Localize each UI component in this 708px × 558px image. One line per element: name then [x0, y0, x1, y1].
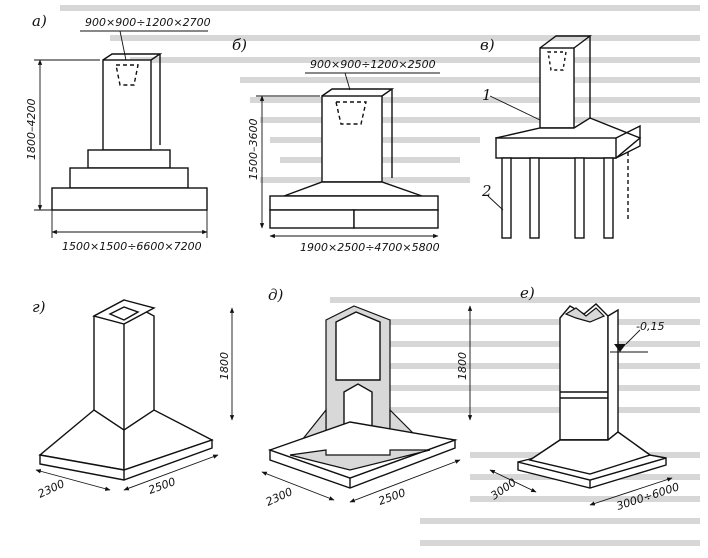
panel-g-width-dim-line: [35, 469, 111, 491]
panel-a-base-dim: 1500×1500÷6600×7200: [62, 240, 202, 253]
panel-e-column: [559, 303, 609, 441]
panel-e-broken-top: [564, 307, 606, 323]
panel-b-column-top: [321, 88, 395, 97]
panel-v-column: [539, 47, 575, 129]
panel-e-length-dim-line: [589, 477, 673, 506]
panel-d-width-dim-line: [261, 471, 335, 501]
panel-e-width-dim-line: [489, 469, 537, 493]
panel-b-height-dim: 1500–3600: [247, 119, 260, 181]
panel-b: б) 900×900÷1200×2500 1500–3600 1900×2500…: [232, 36, 440, 254]
panel-g-width-dim: 2300: [36, 477, 67, 501]
panel-e-column-side: [607, 308, 619, 442]
panel-g-socket: [108, 306, 140, 321]
panel-e-label: е): [520, 284, 535, 302]
panel-a-step-1: [87, 149, 171, 169]
panel-v-pile-2: [529, 157, 540, 239]
panel-b-block-right: [353, 209, 439, 229]
panel-a-height-dim: 1800–4200: [25, 99, 38, 161]
panel-v-column-top: [539, 35, 593, 49]
panel-a: а) 900×900÷1200×2700 1800–4200 1500×1500…: [25, 12, 211, 253]
panel-v: в) 1 2: [480, 35, 642, 239]
panel-a-column-top: [102, 53, 163, 61]
panel-v-cap-front: [495, 137, 617, 159]
panel-b-column: [321, 95, 383, 183]
panel-b-top-dim: 900×900÷1200×2500: [310, 58, 436, 71]
panel-b-label: б): [232, 36, 247, 54]
panel-b-flare: [283, 181, 423, 197]
panel-a-socket-hidden: [115, 64, 139, 86]
panel-g-label: г): [32, 298, 46, 316]
panel-g: г) 1800 2300 2500: [32, 298, 235, 501]
panel-d-height-dim: 1800: [456, 352, 469, 380]
panel-v-pile-4: [603, 157, 614, 239]
panel-v-pile-1: [501, 157, 512, 239]
panel-g-length-dim-line: [123, 454, 219, 491]
panel-a-label: а): [32, 12, 47, 30]
panel-e-level-mark: -0,15: [636, 320, 664, 333]
panel-a-step-2: [69, 167, 189, 189]
panel-d-length-dim-line: [349, 459, 461, 503]
panel-d-width-dim: 2300: [264, 485, 295, 509]
panel-b-block-left: [269, 209, 355, 229]
panel-v-pile-3: [574, 157, 585, 239]
panel-d-plate-top: [267, 421, 458, 479]
panel-v-callout-2: 2: [481, 182, 492, 200]
panel-a-top-dim: 900×900÷1200×2700: [85, 16, 211, 29]
panel-b-socket-hidden: [335, 101, 367, 125]
panel-d-label: д): [268, 286, 284, 304]
panel-b-plate: [269, 195, 439, 211]
panel-v-callout-1: 1: [482, 86, 492, 104]
panel-d-channel-inner: [335, 311, 381, 381]
panel-e-level-marker: [614, 344, 626, 352]
panel-a-column: [102, 59, 152, 151]
panel-d-length-dim: 2500: [377, 486, 408, 508]
panel-v-label: в): [480, 36, 495, 54]
panel-g-length-dim: 2500: [147, 475, 178, 497]
panel-d: д) 1800 2300 2500: [261, 286, 473, 509]
panel-a-step-3: [51, 187, 208, 211]
panel-b-base-dim: 1900×2500÷4700×5800: [300, 241, 440, 254]
panel-g-height-dim: 1800: [218, 352, 231, 380]
